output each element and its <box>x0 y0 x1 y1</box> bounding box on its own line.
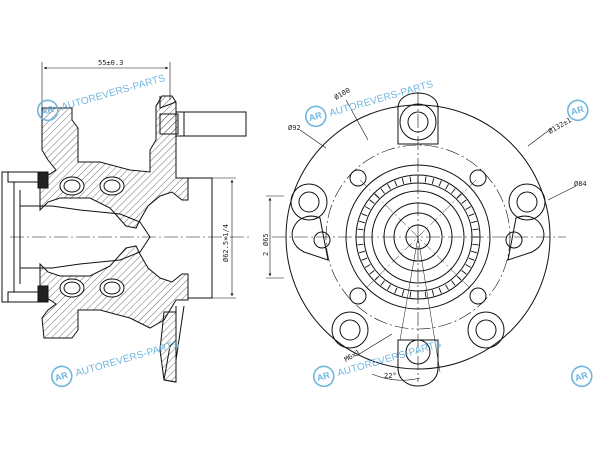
abs-tooth <box>374 193 380 199</box>
bearing-ball <box>63 281 81 295</box>
angle-arc <box>371 373 421 381</box>
watermark-logo-letters: AR <box>316 370 332 383</box>
abs-tooth <box>471 250 478 254</box>
watermark-logo-letters: AR <box>308 110 324 123</box>
abs-tooth <box>369 199 375 204</box>
abs-tooth <box>451 188 456 194</box>
abs-tooth <box>456 275 462 281</box>
abs-tooth <box>451 280 456 286</box>
abs-tooth <box>431 177 435 184</box>
width-dim-label: 55±0.3 <box>98 59 123 67</box>
abs-tooth <box>468 257 475 261</box>
abs-tooth <box>461 199 467 204</box>
abs-tooth <box>358 250 365 254</box>
front-dimension-labels: Ø100 Ø92 Ø132±1 Ø84 M6x1 2 Ø65 22° <box>262 86 587 380</box>
watermark-logo-letters: AR <box>40 104 56 117</box>
abs-tooth <box>361 257 368 261</box>
mount-ear-top <box>397 92 439 145</box>
abs-tooth <box>401 177 405 184</box>
mount-ear-bottom <box>397 339 439 387</box>
stud-holes <box>313 169 523 305</box>
thread-prefix-label: 2 <box>262 252 270 256</box>
abs-tooth <box>369 270 375 275</box>
abs-tooth <box>445 284 449 291</box>
abs-tooth <box>364 206 371 210</box>
abs-tooth <box>431 290 435 297</box>
watermark-logo-letters: AR <box>54 370 70 383</box>
mount-ear-left <box>291 215 329 261</box>
mount-ear-right <box>507 215 545 261</box>
abs-tooth <box>424 291 427 298</box>
watermark-bottom-right: AR <box>570 365 593 388</box>
abs-tooth <box>357 243 364 246</box>
abs-tone-ring-teeth <box>357 176 479 298</box>
abs-tooth <box>380 188 385 194</box>
bearing-ball <box>103 281 121 295</box>
abs-tooth <box>456 193 462 199</box>
abs-tooth <box>468 213 475 217</box>
seal-block-lower <box>37 285 49 303</box>
upper-hub-section <box>39 95 189 229</box>
watermark-logo-letters: AR <box>574 370 590 383</box>
outer-dim-label: Ø92 <box>288 124 301 132</box>
watermark: AR AUTOREVERS-PARTS AR AUTOREVERS-PARTS … <box>36 73 593 388</box>
hub-dim-label: Ø84 <box>574 180 587 188</box>
abs-tooth <box>358 220 365 224</box>
abs-tooth <box>424 176 427 183</box>
thread-dim-label: Ø65 <box>262 233 270 246</box>
wheel-stud <box>175 111 247 137</box>
watermark-logo-letters: AR <box>570 104 586 117</box>
abs-tooth <box>471 220 478 224</box>
front-view <box>272 92 566 387</box>
flange-lower-tab <box>159 311 177 383</box>
abs-tooth <box>465 264 472 268</box>
pcd-dim-label: Ø100 <box>333 86 352 101</box>
side-dimensions <box>41 62 236 299</box>
abs-tooth <box>387 284 391 291</box>
abs-tooth <box>361 213 368 217</box>
abs-tooth <box>364 264 371 268</box>
watermark-top-right: AR <box>566 99 589 122</box>
abs-tooth <box>472 228 479 231</box>
abs-tooth <box>409 291 412 298</box>
seal-block-upper <box>37 171 49 189</box>
bore-dim-label: Ø62.5×1/4 <box>222 224 230 262</box>
abs-tooth <box>445 183 449 190</box>
abs-tooth <box>472 243 479 246</box>
abs-tooth <box>357 228 364 231</box>
abs-tooth <box>401 290 405 297</box>
bearing-ball <box>63 179 81 193</box>
outer-flare <box>188 177 213 299</box>
abs-tooth <box>374 275 380 281</box>
flange-dim-label: Ø132±1 <box>547 116 573 136</box>
abs-tooth <box>387 183 391 190</box>
abs-tooth <box>438 180 442 187</box>
watermark-top-center: AR AUTOREVERS-PARTS <box>304 79 435 128</box>
abs-tooth <box>380 280 385 286</box>
abs-tooth <box>409 176 412 183</box>
angle-dim-label: 22° <box>384 372 397 380</box>
abs-tooth <box>394 180 398 187</box>
abs-tooth <box>465 206 472 210</box>
stud-head <box>159 113 179 135</box>
abs-tooth <box>438 287 442 294</box>
watermark-brand-text: AUTOREVERS-PARTS <box>60 73 167 113</box>
side-section-view <box>1 95 250 383</box>
bearing-ball <box>103 179 121 193</box>
watermark-brand-text: AUTOREVERS-PARTS <box>328 79 435 119</box>
abs-tooth <box>461 270 467 275</box>
front-dimensions <box>266 99 577 381</box>
inner-bore <box>20 205 151 269</box>
abs-tooth <box>394 287 398 294</box>
